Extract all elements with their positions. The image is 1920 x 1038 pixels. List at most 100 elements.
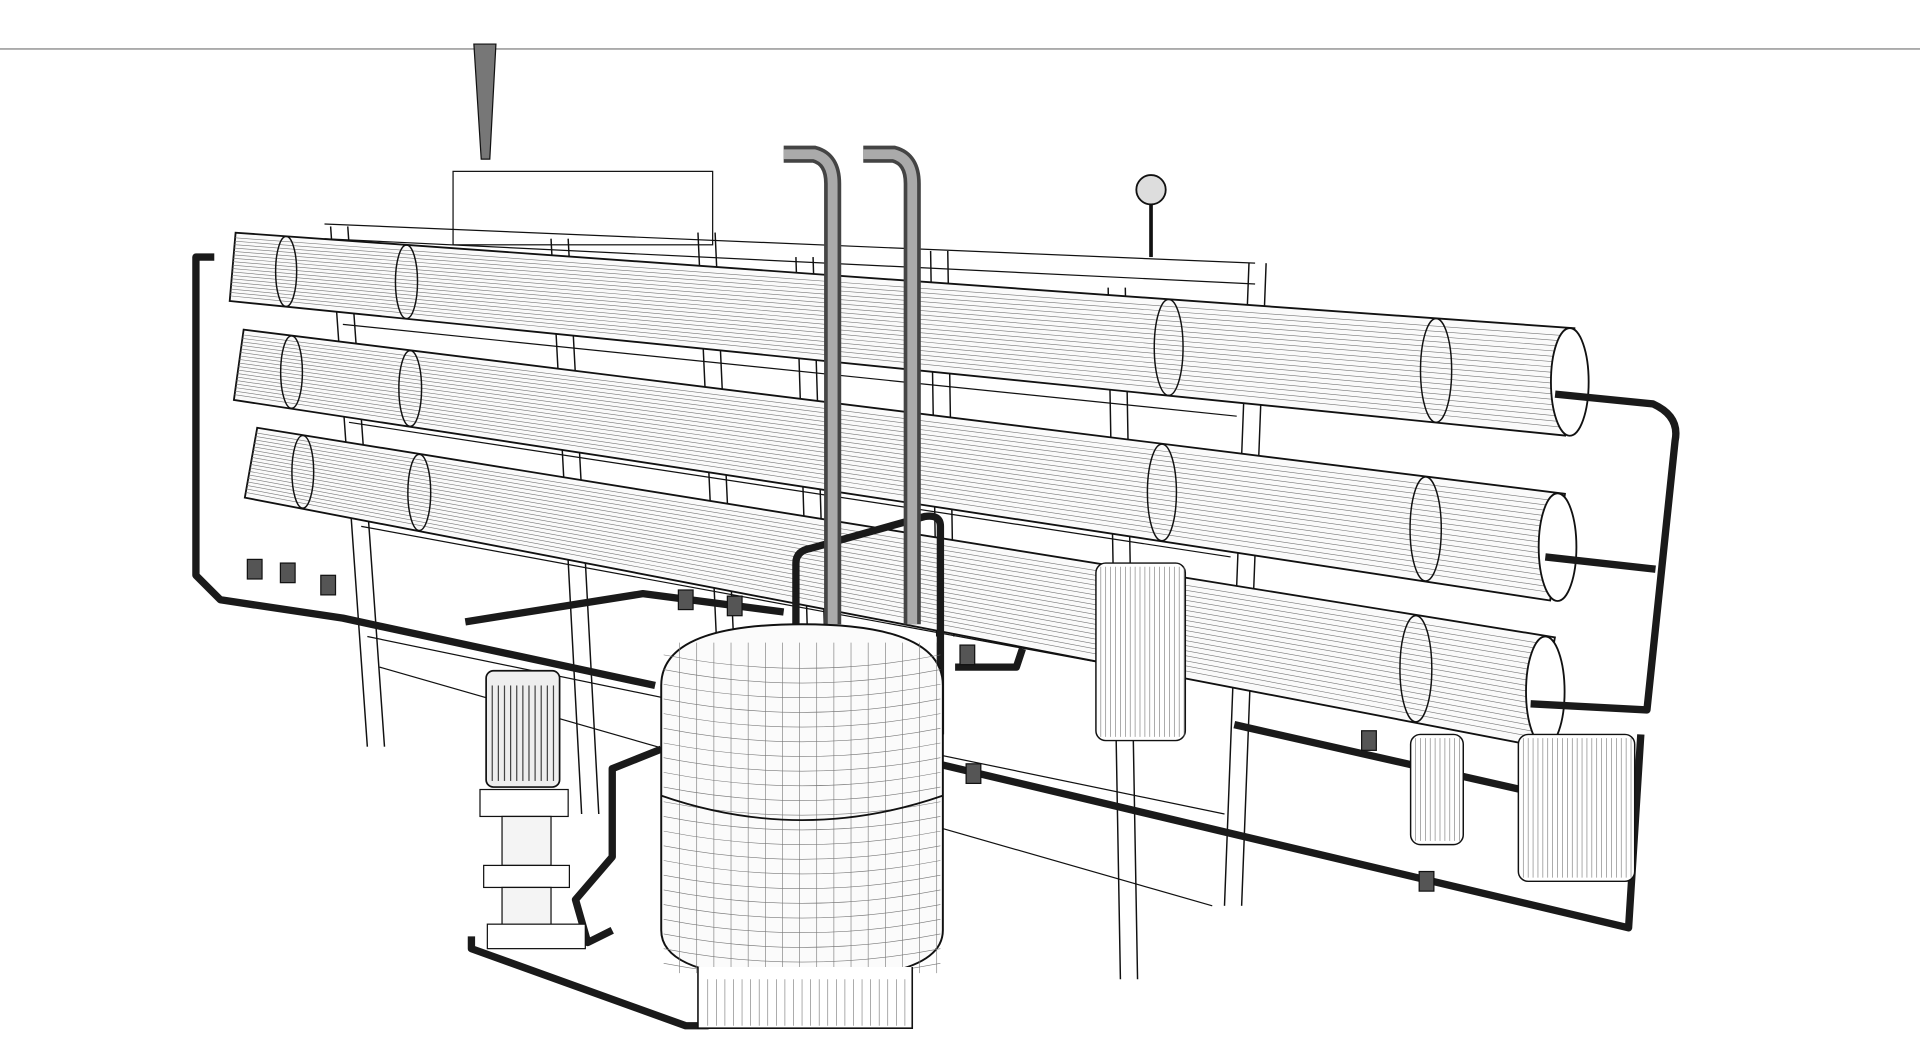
vessel-band: [407, 453, 432, 532]
tank-hatch: [663, 845, 941, 860]
tank-hatch: [663, 918, 941, 933]
tank-hatch: [663, 933, 941, 948]
tank-skirt: [697, 967, 914, 1030]
tank-hatch: [663, 889, 941, 904]
frame-beam: [324, 223, 1256, 264]
vessel-hatch: [232, 268, 1570, 385]
vessel-hatch: [233, 261, 1571, 375]
vessel-hatch: [249, 471, 1543, 706]
pump-coupling: [479, 788, 569, 818]
tank-hatch: [663, 772, 941, 787]
pump-base: [486, 923, 586, 950]
vessel-hatch: [253, 446, 1550, 668]
vessel-hatch: [253, 450, 1549, 673]
tank-hatch: [663, 860, 941, 875]
vessel-hatch: [235, 390, 1553, 588]
vessel-hatch: [251, 457, 1547, 684]
tank-hatch: [663, 728, 941, 743]
cartridge-filter: [1095, 562, 1187, 742]
vessel-band: [291, 434, 315, 509]
vessel-band: [1409, 476, 1443, 582]
vessel-hatch: [247, 481, 1541, 722]
vessel-hatch: [250, 467, 1544, 701]
vessel-hatch: [242, 338, 1564, 508]
tank-hatch: [663, 669, 941, 684]
riser-pipe-highlight: [863, 149, 918, 625]
tank-hatch: [663, 683, 941, 698]
vessel-hatch: [236, 383, 1554, 577]
valve-icon: [246, 558, 263, 580]
tank-hatch: [663, 948, 941, 963]
vessel-body: [228, 231, 1576, 437]
vessel-band: [398, 349, 423, 428]
valve-icon: [677, 589, 694, 611]
valve-icon: [726, 595, 743, 617]
vessel-band: [1153, 298, 1184, 397]
vessel-hatch: [233, 258, 1571, 369]
pipe: [792, 512, 945, 735]
control-box: [452, 170, 714, 246]
pressure-gauge-icon: [1135, 174, 1167, 206]
vessel-hatch: [232, 271, 1570, 391]
vessel-hatch: [231, 275, 1569, 396]
vessel-hatch: [233, 251, 1572, 359]
vessel-hatch: [235, 387, 1553, 583]
pipe: [571, 745, 663, 947]
vessel-band: [279, 335, 304, 410]
vessel-band: [1419, 317, 1453, 424]
vessel-body: [232, 328, 1566, 602]
pipe: [942, 734, 1645, 932]
vessel-hatch: [236, 380, 1555, 572]
tank-hatch: [663, 830, 941, 845]
pump-casing: [501, 886, 552, 931]
vessel-hatch: [234, 394, 1552, 593]
pipe: [1530, 390, 1680, 714]
vessel-hatch: [240, 348, 1561, 524]
vessel-band: [274, 235, 298, 308]
tank-seam: [660, 794, 944, 822]
vessel-hatch: [230, 295, 1566, 428]
vessel-hatch: [252, 453, 1548, 679]
vessel-hatch: [239, 355, 1560, 535]
vessel-hatch: [231, 281, 1568, 407]
vessel-hatch: [237, 373, 1556, 561]
storage-tank: [660, 623, 944, 1030]
vessel-hatch: [230, 288, 1567, 418]
vessel-hatch: [231, 285, 1568, 412]
vessel-hatch: [246, 488, 1539, 733]
vessel-hatch: [232, 264, 1571, 380]
cartridge-filter: [1517, 733, 1636, 883]
vessel-hatch: [250, 464, 1545, 695]
valve-icon: [1361, 730, 1377, 751]
tank-hatch: [663, 816, 941, 831]
vessel-hatch: [231, 278, 1569, 401]
sensor-rod: [473, 43, 497, 160]
pipe: [955, 647, 1026, 671]
vessel-band: [394, 244, 419, 320]
valve-icon: [279, 562, 296, 584]
vessel-hatch: [237, 376, 1556, 567]
vessel-hatch: [248, 478, 1542, 717]
valve-icon: [320, 574, 337, 596]
vessel-band: [1146, 443, 1178, 542]
vessel-hatch: [241, 341, 1563, 513]
valve-icon: [1418, 870, 1435, 892]
vessel-hatch: [238, 366, 1558, 551]
vessel-hatch: [251, 460, 1546, 690]
frame-beam: [342, 323, 1237, 417]
tank-hatch: [663, 742, 941, 757]
vessel-hatch: [238, 369, 1557, 556]
vessel-hatch: [239, 359, 1559, 540]
pump-stage: [501, 815, 552, 867]
membrane-vessel: [232, 328, 1578, 602]
vessel-hatch: [245, 492, 1538, 738]
cartridge-filter: [1409, 733, 1464, 846]
riser-pipe-highlight: [783, 149, 838, 625]
vessel-hatch: [240, 352, 1561, 529]
frame-beam: [324, 238, 1256, 285]
vessel-hatch: [241, 345, 1562, 519]
tank-hatch: [663, 654, 941, 669]
vessel-hatch: [248, 474, 1543, 711]
vessel-hatch: [242, 334, 1564, 503]
